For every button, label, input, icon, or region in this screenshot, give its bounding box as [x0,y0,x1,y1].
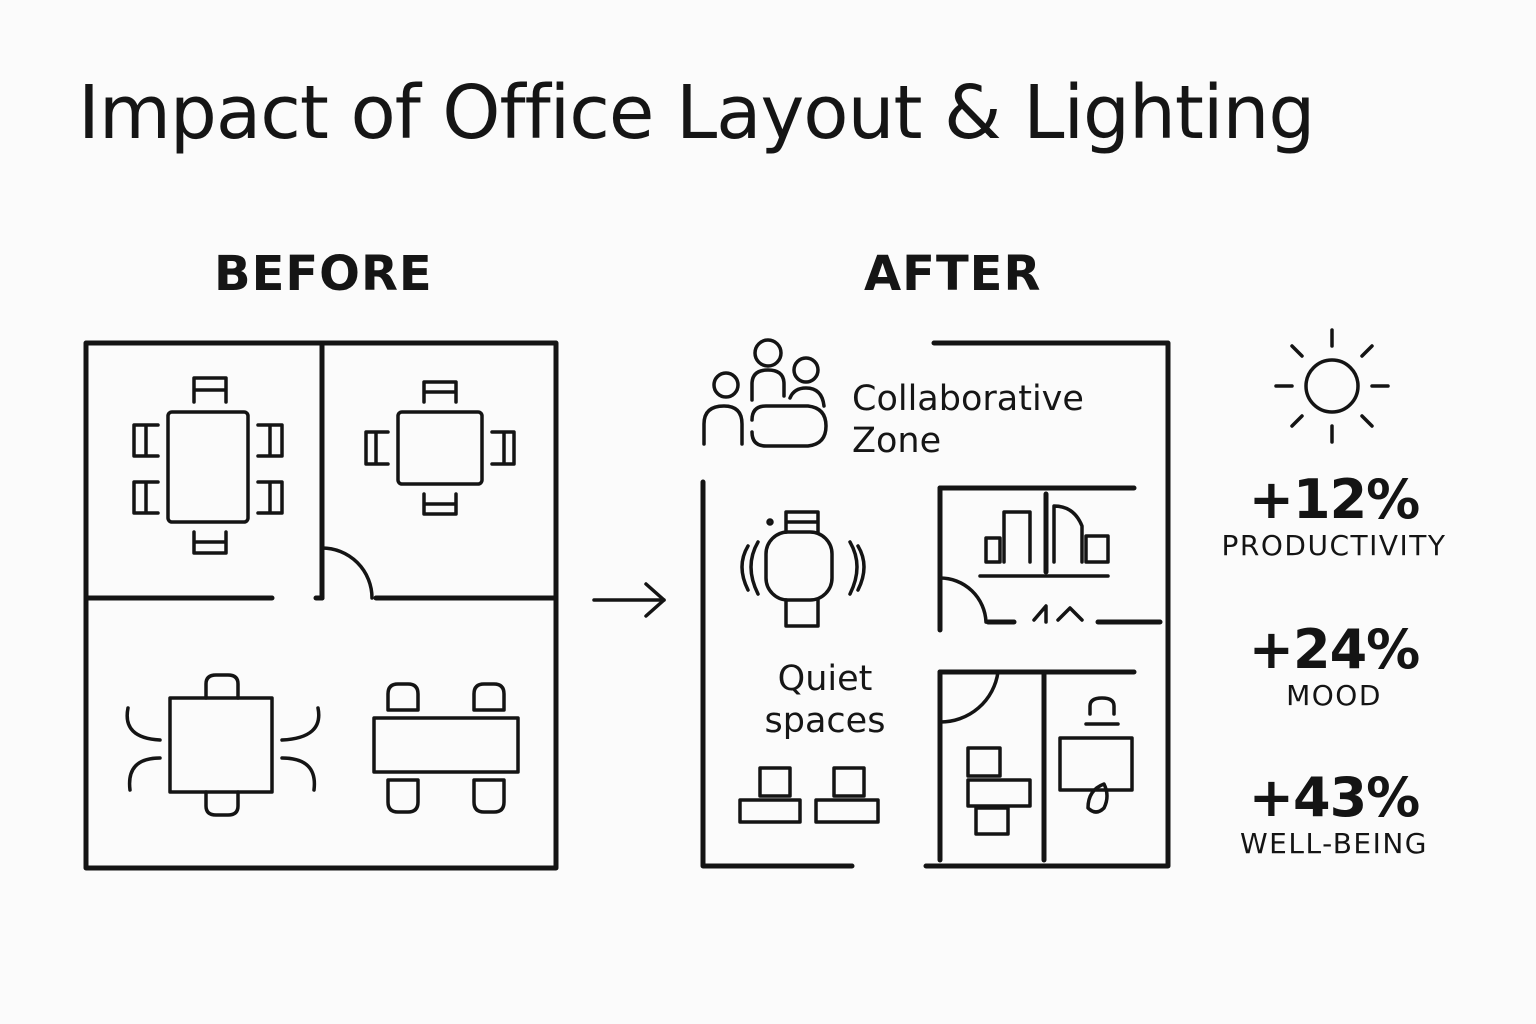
before-table-four-seat [364,380,516,516]
after-heading: AFTER [864,246,1042,302]
stat-label: MOOD [1286,679,1382,712]
after-office-room-bottom [938,670,1134,836]
people-group-icon [702,338,828,448]
before-floor-plan [83,340,559,871]
after-desk-laptops [738,766,880,824]
after-round-table [740,510,866,628]
stat-mood: +24% MOOD [1184,620,1484,712]
before-walls [83,340,559,871]
before-table-curved-chairs [125,673,321,817]
before-door-arc [320,546,374,600]
after-floor-plan [700,338,1171,869]
stat-label: PRODUCTIVITY [1221,529,1447,562]
after-office-room-top [938,504,1110,624]
after-walls [700,340,1171,869]
before-table-six-seat [132,376,284,555]
page-title: Impact of Office Layout & Lighting [78,70,1315,156]
before-long-table [372,682,520,814]
stat-well-being: +43% WELL-BEING [1184,768,1484,860]
stat-productivity: +12% PRODUCTIVITY [1184,470,1484,562]
before-heading: BEFORE [214,246,433,302]
arrow-right-icon [592,582,666,618]
sun-icon [1274,328,1390,444]
stat-label: WELL-BEING [1240,827,1428,860]
stat-value: +12% [1248,468,1421,531]
stat-value: +24% [1248,618,1421,681]
stat-value: +43% [1248,766,1421,829]
